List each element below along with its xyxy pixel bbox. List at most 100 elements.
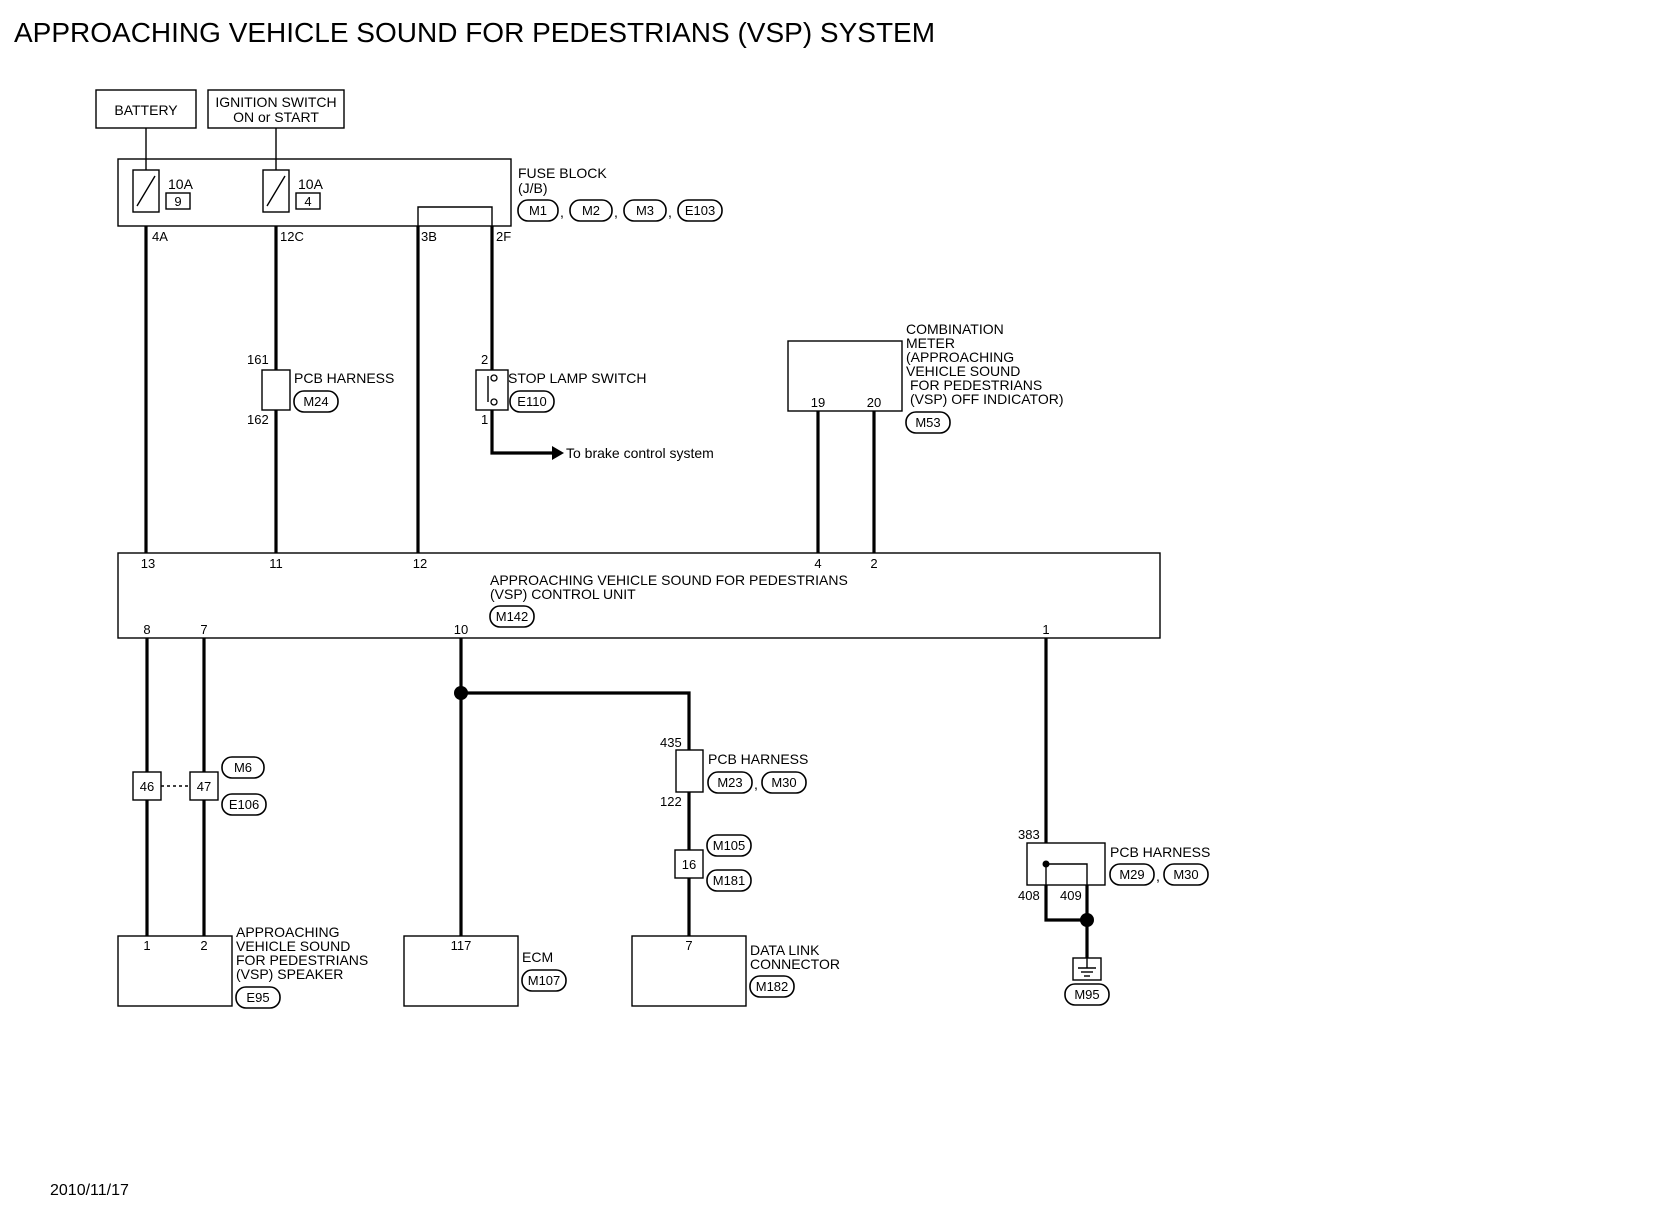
dlc-label-2: CONNECTOR <box>750 956 840 972</box>
pin-2F: 2F <box>496 229 511 244</box>
pin-3B: 3B <box>421 229 437 244</box>
inline-connector-m105-m181: 16 M105 M181 <box>674 834 752 892</box>
fuse-4-number: 4 <box>304 194 311 209</box>
pcb-harness-m23-m30: 435 122 PCB HARNESS M23 , M30 <box>660 735 808 809</box>
pcb1-pin-162: 162 <box>247 412 269 427</box>
conn-M23: M23 <box>717 775 742 790</box>
splice-dot-icon <box>454 686 468 700</box>
cu-pin-2: 2 <box>870 556 877 571</box>
fuse-block-jumper <box>417 206 493 226</box>
pcb1-pin-161: 161 <box>247 352 269 367</box>
pcb3-pin-409: 409 <box>1060 888 1082 903</box>
cu-pin-7: 7 <box>200 622 207 637</box>
fuse-4-rating: 10A <box>298 176 324 192</box>
cu-pin-11: 11 <box>269 556 283 571</box>
cu-label-1: APPROACHING VEHICLE SOUND FOR PEDESTRIAN… <box>490 572 848 588</box>
svg-text:,: , <box>560 204 564 220</box>
joint-connector-m6-e106: 46 47 M6 E106 <box>132 756 267 816</box>
fuse-block: 10A 9 10A 4 4A 12C 3B 2F FUSE BLOCK (J/B… <box>117 128 723 244</box>
svg-text:,: , <box>614 204 618 220</box>
stop-lamp-switch: 2 1 STOP LAMP SWITCH E110 <box>475 352 646 427</box>
stop-pin-2: 2 <box>481 352 488 367</box>
ignition-label-1: IGNITION SWITCH <box>215 94 336 110</box>
conn-E110: E110 <box>517 394 546 409</box>
conn-M1: M1 <box>529 203 547 218</box>
diagram-date: 2010/11/17 <box>50 1182 129 1199</box>
speaker-label-3: FOR PEDESTRIANS <box>236 952 368 968</box>
pcb2-pin-435: 435 <box>660 735 682 750</box>
conn-M181: M181 <box>713 873 746 888</box>
wire-408-ground <box>1044 885 1087 922</box>
meter-label-6: (VSP) OFF INDICATOR) <box>910 391 1063 407</box>
conn-M182: M182 <box>756 979 789 994</box>
speaker-pin-1: 1 <box>143 938 150 953</box>
conn-E106: E106 <box>229 797 259 812</box>
ground-splice-dot-icon <box>1080 913 1094 927</box>
conn-E95: E95 <box>246 990 269 1005</box>
svg-text:,: , <box>754 776 758 792</box>
fuse-4: 10A 4 <box>262 169 324 213</box>
stop-lamp-label: STOP LAMP SWITCH <box>508 370 646 386</box>
pin-12C: 12C <box>280 229 304 244</box>
pcb3-pin-408: 408 <box>1018 888 1040 903</box>
battery-source: BATTERY <box>95 89 197 129</box>
inline-pin-16: 16 <box>682 857 696 872</box>
ecm-pin-117: 117 <box>451 938 472 953</box>
brake-control-note: To brake control system <box>566 445 714 461</box>
conn-M3: M3 <box>636 203 654 218</box>
combination-meter: 19 20 COMBINATION METER (APPROACHING VEH… <box>787 321 1063 434</box>
diagram-title: APPROACHING VEHICLE SOUND FOR PEDESTRIAN… <box>14 17 935 48</box>
wire-brake-control <box>490 410 552 455</box>
vsp-speaker: 1 2 APPROACHING VEHICLE SOUND FOR PEDEST… <box>117 924 368 1009</box>
ignition-switch-source: IGNITION SWITCH ON or START <box>207 89 345 129</box>
conn-M105: M105 <box>713 838 746 853</box>
meter-label-4: VEHICLE SOUND <box>906 363 1020 379</box>
arrow-right-icon <box>552 446 564 460</box>
fuse-9: 10A 9 <box>132 169 194 213</box>
meter-label-2: METER <box>906 335 955 351</box>
speaker-label-4: (VSP) SPEAKER <box>236 966 343 982</box>
speaker-pin-2: 2 <box>200 938 207 953</box>
dlc-pin-7: 7 <box>685 938 692 953</box>
vsp-control-unit: 13 11 12 4 2 APPROACHING VEHICLE SOUND F… <box>117 552 1161 639</box>
svg-text:,: , <box>668 204 672 220</box>
battery-label: BATTERY <box>114 102 178 118</box>
pcb-harness-m24: 161 162 PCB HARNESS M24 <box>247 352 394 427</box>
conn-M24: M24 <box>303 394 328 409</box>
pcb2-label: PCB HARNESS <box>708 751 808 767</box>
cu-pin-8: 8 <box>143 622 150 637</box>
jc-pin-46: 46 <box>140 779 154 794</box>
fuse-9-number: 9 <box>174 194 181 209</box>
wire-10-pcb2 <box>461 691 691 750</box>
ecm-unit: 117 ECM M107 <box>403 935 567 1007</box>
pcb-harness-m29-m30: 383 408 409 PCB HARNESS M29 , M30 <box>1018 827 1210 903</box>
cu-label-2: (VSP) CONTROL UNIT <box>490 586 636 602</box>
cu-pin-4: 4 <box>814 556 821 571</box>
pin-4A: 4A <box>152 229 168 244</box>
conn-M29: M29 <box>1119 867 1144 882</box>
jc-pin-47: 47 <box>197 779 211 794</box>
conn-M30-b: M30 <box>1173 867 1198 882</box>
meter-label-3: (APPROACHING <box>906 349 1014 365</box>
ecm-label: ECM <box>522 949 553 965</box>
conn-M53: M53 <box>915 415 940 430</box>
fuse-block-label-2: (J/B) <box>518 180 548 196</box>
speaker-label-1: APPROACHING <box>236 924 339 940</box>
ignition-label-2: ON or START <box>233 109 319 125</box>
fuse-9-rating: 10A <box>168 176 194 192</box>
fuse-block-label-1: FUSE BLOCK <box>518 165 607 181</box>
meter-pin-20: 20 <box>867 395 881 410</box>
meter-label-1: COMBINATION <box>906 321 1004 337</box>
conn-E103: E103 <box>685 203 715 218</box>
meter-pin-19: 19 <box>811 395 825 410</box>
cu-pin-10: 10 <box>454 622 468 637</box>
conn-M30-a: M30 <box>771 775 796 790</box>
conn-M107: M107 <box>528 973 561 988</box>
pcb3-label: PCB HARNESS <box>1110 844 1210 860</box>
dlc-label-1: DATA LINK <box>750 942 820 958</box>
pcb3-pin-383: 383 <box>1018 827 1040 842</box>
conn-M2: M2 <box>582 203 600 218</box>
cu-pin-1: 1 <box>1042 622 1049 637</box>
stop-pin-1: 1 <box>481 412 488 427</box>
